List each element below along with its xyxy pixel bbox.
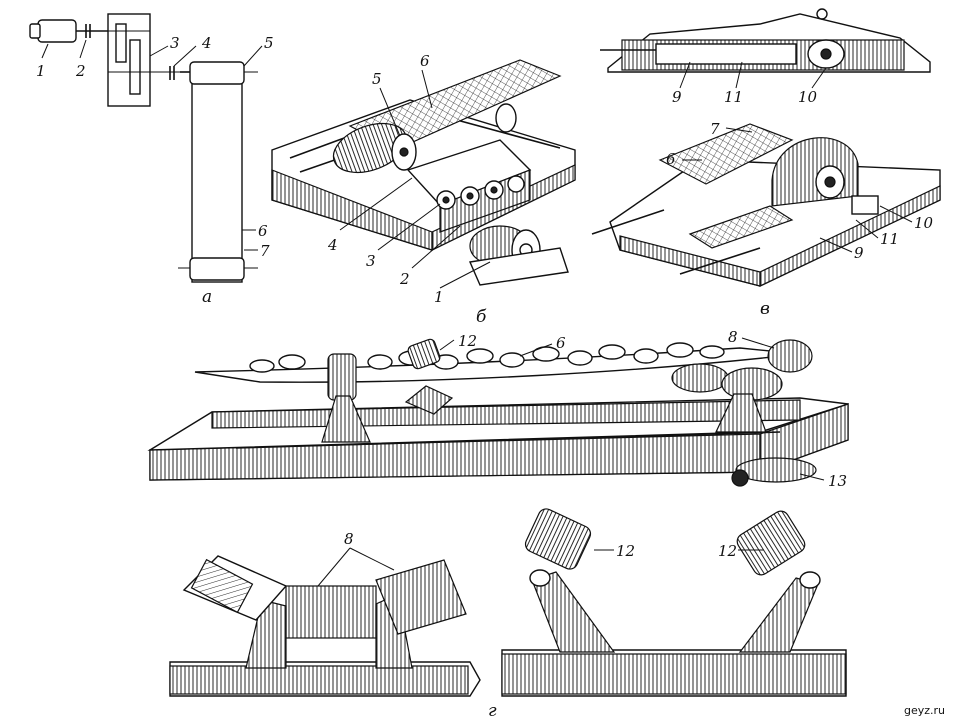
label-v-7: 7 bbox=[710, 120, 720, 138]
caption-v: в bbox=[760, 299, 770, 319]
label-v-11-top: 11 bbox=[724, 88, 743, 106]
caption-g: г bbox=[488, 701, 497, 720]
label-d-12-right: 12 bbox=[718, 542, 737, 560]
label-v-10: 10 bbox=[914, 214, 934, 232]
conveyor-section-g: 12 6 8 13 bbox=[147, 328, 849, 490]
label-a-6: 6 bbox=[258, 222, 268, 240]
label-v-10-top: 10 bbox=[798, 88, 818, 106]
troughed-idler: 8 bbox=[169, 530, 481, 697]
inclined-idler: 12 12 bbox=[501, 508, 847, 697]
label-a-5: 5 bbox=[264, 34, 274, 52]
label-g-13: 13 bbox=[828, 472, 847, 490]
motor-symbol bbox=[37, 19, 77, 43]
drive-station-b: 5 6 4 3 2 1 б bbox=[271, 52, 576, 327]
label-v-9-top: 9 bbox=[672, 88, 682, 106]
label-a-4: 4 bbox=[201, 34, 212, 52]
label-b-2: 2 bbox=[399, 270, 410, 288]
label-a-2: 2 bbox=[75, 62, 86, 80]
label-b-5: 5 bbox=[372, 70, 382, 88]
label-v-11: 11 bbox=[880, 230, 899, 248]
label-d-12-left: 12 bbox=[616, 542, 635, 560]
label-a-1: 1 bbox=[36, 62, 46, 80]
tension-station-v: 9 11 10 7 6 10 11 9 в bbox=[591, 8, 941, 319]
gearbox-symbol bbox=[107, 13, 151, 107]
belt-v bbox=[658, 123, 794, 185]
caption-a: а bbox=[202, 287, 212, 307]
label-b-4: 4 bbox=[327, 236, 338, 254]
label-a-3: 3 bbox=[170, 34, 180, 52]
label-g-12: 12 bbox=[458, 332, 477, 350]
label-v-9: 9 bbox=[854, 244, 864, 262]
label-b-6: 6 bbox=[420, 52, 430, 70]
label-b-3: 3 bbox=[366, 252, 376, 270]
label-v-6: 6 bbox=[666, 150, 676, 168]
belt-loop bbox=[191, 63, 243, 283]
label-b-1: 1 bbox=[434, 288, 444, 306]
caption-b: б bbox=[476, 307, 487, 327]
label-g-8: 8 bbox=[728, 328, 738, 346]
label-a-7: 7 bbox=[260, 242, 270, 260]
label-d-8: 8 bbox=[344, 530, 354, 548]
watermark: geyz.ru bbox=[904, 704, 945, 717]
label-g-6: 6 bbox=[556, 334, 566, 352]
scheme-a: 1 2 3 4 5 6 7 а bbox=[29, 13, 274, 307]
